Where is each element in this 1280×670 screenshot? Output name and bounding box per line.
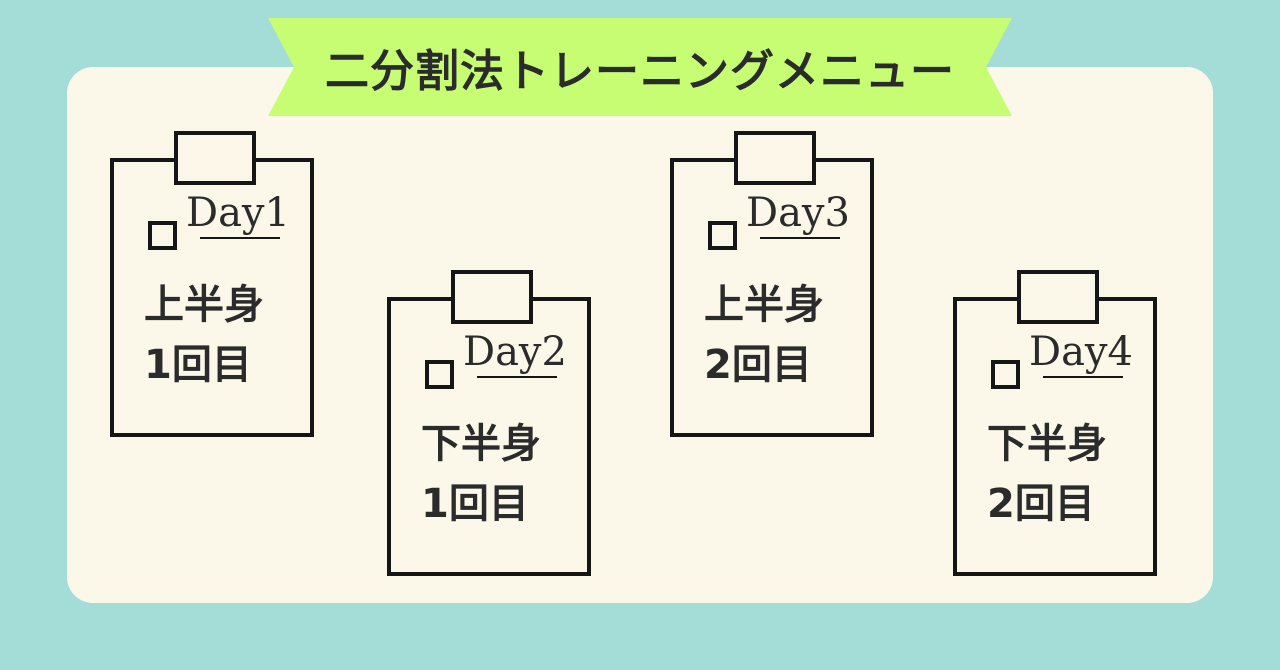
day-label: Day2	[461, 328, 569, 376]
clipboard-clip	[451, 270, 533, 324]
clipboard-clip	[1017, 270, 1099, 324]
title-banner: 二分割法トレーニングメニュー	[268, 18, 1012, 116]
checkbox-icon	[708, 221, 737, 250]
day-label: Day3	[744, 189, 852, 237]
round-label: 2回目	[987, 481, 1095, 527]
checkbox-icon	[425, 360, 454, 389]
body-part-label: 下半身	[987, 421, 1107, 467]
body-part-label: 下半身	[421, 421, 541, 467]
day-underline	[477, 375, 557, 378]
clipboard-card-day1: Day1 上半身 1回目	[110, 131, 330, 441]
checkbox-icon	[991, 360, 1020, 389]
day-underline	[200, 236, 280, 239]
day-underline	[760, 236, 840, 239]
clipboard-card-day4: Day4 下半身 2回目	[953, 270, 1173, 580]
body-part-label: 上半身	[144, 282, 264, 328]
content-panel	[67, 67, 1213, 603]
clipboard-card-day3: Day3 上半身 2回目	[670, 131, 890, 441]
clipboard-clip	[734, 131, 816, 185]
round-label: 1回目	[144, 342, 252, 388]
body-part-label: 上半身	[704, 282, 824, 328]
clipboard-card-day2: Day2 下半身 1回目	[387, 270, 607, 580]
clipboard-clip	[174, 131, 256, 185]
day-underline	[1043, 375, 1123, 378]
day-label: Day4	[1027, 328, 1135, 376]
round-label: 2回目	[704, 342, 812, 388]
page-title: 二分割法トレーニングメニュー	[325, 46, 955, 97]
round-label: 1回目	[421, 481, 529, 527]
checkbox-icon	[148, 221, 177, 250]
day-label: Day1	[184, 189, 292, 237]
